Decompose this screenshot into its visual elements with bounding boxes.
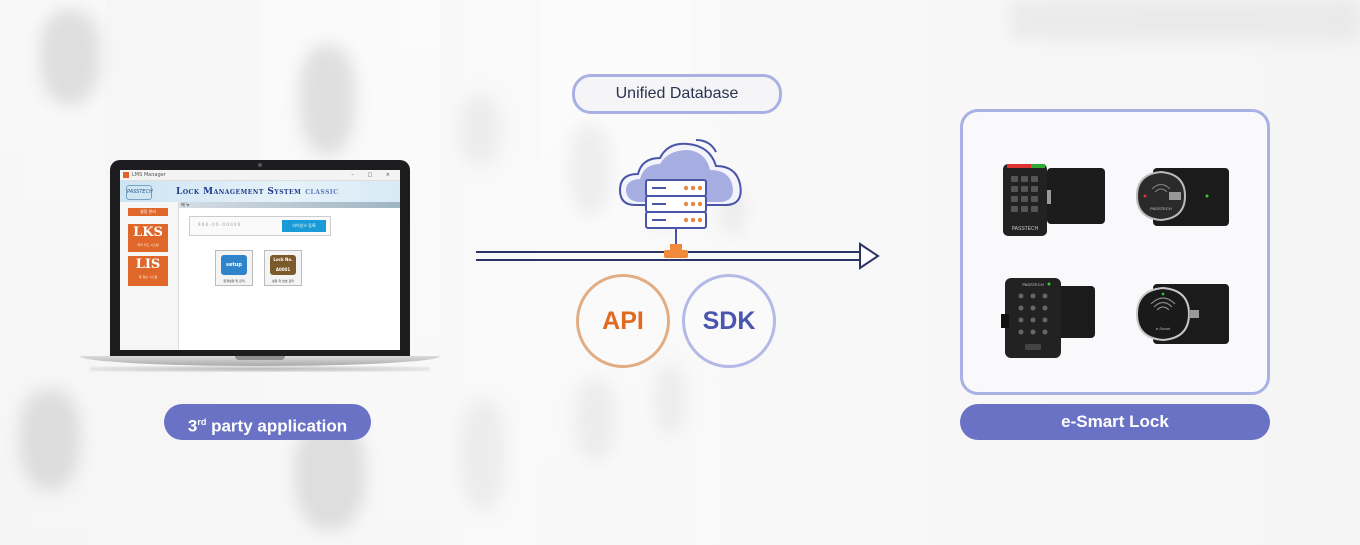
svg-text:e-Smart: e-Smart: [1156, 326, 1171, 331]
lks-button[interactable]: LKS 락커 카드 시스템: [128, 224, 168, 252]
third-party-app-label: 3rd party application: [164, 404, 371, 440]
window-title: LMS Manager: [132, 172, 166, 178]
window-title-bar: LMS Manager – □ ×: [120, 170, 400, 181]
license-input[interactable]: 9 0 0 - 0 0 - 0 0 0 0 0 라이선스 등록: [189, 216, 331, 236]
svg-text:PASSTECH: PASSTECH: [1150, 206, 1171, 211]
svg-text:PASSTECH: PASSTECH: [1012, 226, 1039, 232]
server-icon: [645, 179, 707, 244]
setup-tile[interactable]: setup 환경설정 및 관리: [215, 250, 253, 286]
sdk-circle: SDK: [682, 274, 776, 368]
lock-devices-frame: PASSTECH PASSTECH PASSTECH e: [960, 109, 1270, 395]
app-main: 메 뉴 9 0 0 - 0 0 - 0 0 0 0 0 라이선스 등록 setu…: [179, 202, 400, 350]
lis-button[interactable]: LIS 락 정보 시스템: [128, 256, 168, 286]
main-tab-bar: 메 뉴: [179, 202, 400, 208]
laptop-base: [80, 356, 440, 366]
camera-icon: [258, 163, 262, 167]
laptop-shadow: [90, 366, 430, 372]
e-smart-lock-label: e-Smart Lock: [960, 404, 1270, 440]
svg-text:PASSTECH: PASSTECH: [1022, 282, 1043, 287]
passtech-logo: PASSTECH: [126, 185, 153, 200]
unified-database-label: Unified Database: [572, 74, 782, 114]
keypad-lock-icon-2: PASSTECH: [1001, 278, 1095, 358]
window-controls[interactable]: – □ ×: [351, 172, 396, 178]
laptop-screen: LMS Manager – □ × PASSTECH Lock Manageme…: [120, 170, 400, 350]
connection-arrow: [476, 242, 880, 270]
keypad-lock-icon: PASSTECH: [1003, 164, 1105, 236]
settings-button[interactable]: 설정 관리: [128, 208, 168, 216]
license-register-button[interactable]: 라이선스 등록: [282, 220, 326, 232]
laptop-lid: LMS Manager – □ × PASSTECH Lock Manageme…: [110, 160, 410, 358]
lock-number-tile[interactable]: Lock No. A0001 설정 락 번호 관리: [264, 250, 302, 286]
app-body: 설정 관리 LKS 락커 카드 시스템 LIS 락 정보 시스템 메 뉴 9 0…: [120, 202, 400, 350]
laptop-illustration: LMS Manager – □ × PASSTECH Lock Manageme…: [80, 160, 440, 378]
rfid-lock-icon: PASSTECH: [1135, 168, 1229, 226]
api-circle: API: [576, 274, 670, 368]
laptop-notch: [235, 356, 285, 360]
database-connection-diagram: [476, 139, 880, 270]
rfid-lock-icon-2: e-Smart: [1135, 284, 1229, 344]
app-sidebar: 설정 관리 LKS 락커 카드 시스템 LIS 락 정보 시스템: [120, 202, 179, 350]
app-icon: [123, 172, 129, 178]
